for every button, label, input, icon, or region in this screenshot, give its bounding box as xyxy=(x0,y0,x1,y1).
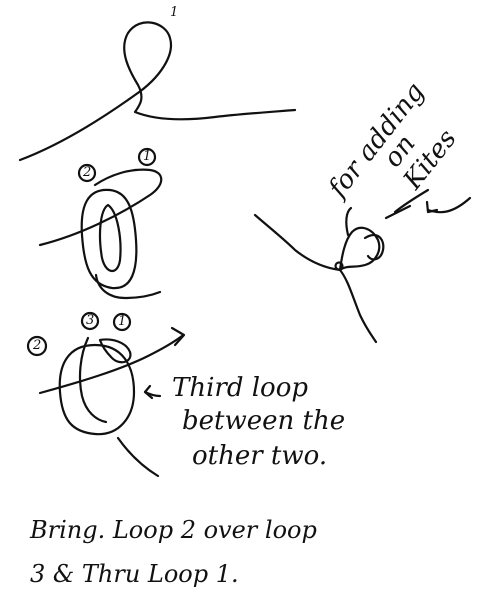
step3-note-line-2: between the xyxy=(182,408,345,434)
step3-marker-3: 3 xyxy=(86,314,94,327)
step1-marker-1: 1 xyxy=(170,6,178,19)
instruction-line-1: Bring. Loop 2 over loop xyxy=(30,518,317,542)
step3-marker-1: 1 xyxy=(118,315,126,328)
step2-marker-2: 2 xyxy=(83,166,91,179)
step2-marker-1: 1 xyxy=(143,150,151,163)
kite-knot-drawing xyxy=(255,190,470,342)
step3-note-line-3: other two. xyxy=(192,443,327,469)
step3-note-line-1: Third loop xyxy=(172,375,308,401)
step1-loop-drawing xyxy=(20,22,295,160)
step3-loops-drawing xyxy=(28,313,184,476)
instruction-line-2: 3 & Thru Loop 1. xyxy=(30,562,239,586)
step2-loops-drawing xyxy=(40,149,161,298)
step3-marker-2: 2 xyxy=(33,339,41,352)
